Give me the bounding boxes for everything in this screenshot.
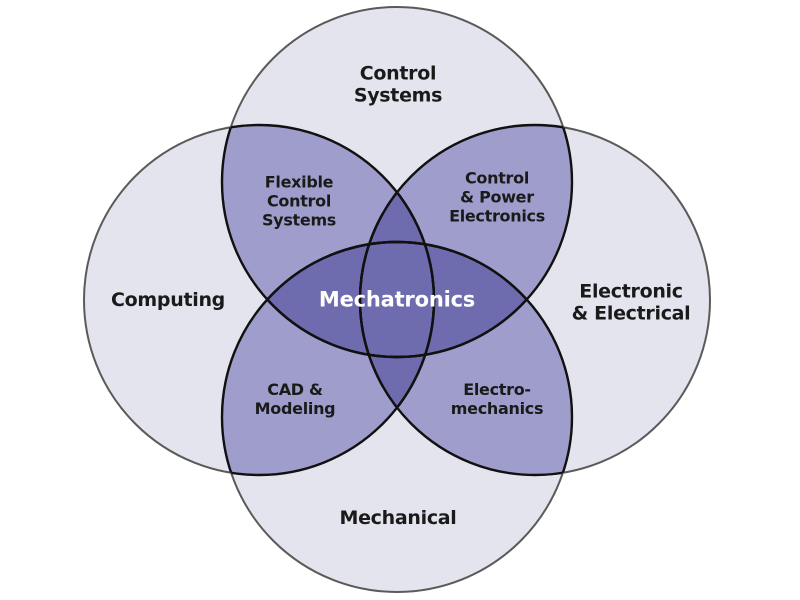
label-line: Flexible	[264, 172, 334, 192]
label-control-power-electronics: Control & Power Electronics	[449, 168, 545, 227]
label-cad-modeling: CAD & Modeling	[254, 380, 336, 419]
label-electromechanics: Electro- mechanics	[450, 380, 544, 419]
label-flexible-control-systems: Flexible Control Systems	[261, 172, 337, 231]
overlap-outlines	[220, 123, 574, 477]
label-line: & Electrical	[571, 303, 691, 325]
label-control-systems: Control Systems	[353, 62, 443, 108]
label-line: Modeling	[254, 399, 336, 418]
label-line: CAD &	[267, 380, 323, 400]
label-line: Electronic	[579, 280, 683, 303]
center-fill	[222, 125, 572, 475]
label-line: mechanics	[450, 399, 544, 418]
label-line: Electro-	[463, 380, 531, 400]
label-computing: Computing	[111, 289, 225, 311]
label-line: Control	[359, 62, 437, 85]
label-line: Control	[464, 168, 530, 188]
center-vertical-lens	[222, 242, 572, 357]
label-line: Systems	[261, 210, 337, 230]
label-line: Computing	[111, 288, 225, 311]
label-line: Electronics	[449, 206, 545, 226]
label-line: Control	[266, 191, 332, 211]
label-line: Mechatronics	[318, 287, 476, 312]
label-line: Mechanical	[339, 506, 457, 529]
label-electronic-electrical: Electronic & Electrical	[572, 281, 691, 326]
label-line: & Power	[460, 187, 534, 207]
label-line: Systems	[353, 85, 443, 107]
label-mechanical: Mechanical	[339, 507, 456, 529]
label-mechatronics: Mechatronics	[319, 288, 475, 313]
